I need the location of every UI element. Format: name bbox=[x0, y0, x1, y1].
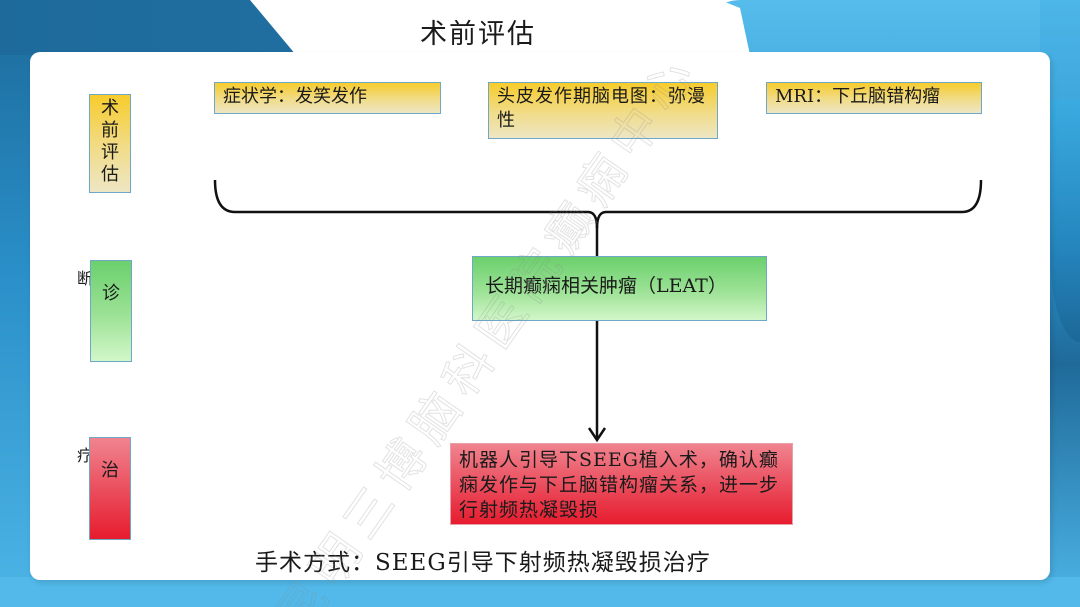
diagnosis-text: 长期癫痫相关肿瘤（LEAT） bbox=[485, 275, 727, 297]
bg-bottom-band bbox=[0, 577, 1080, 607]
symptom-box: 症状学：发笑发作 bbox=[214, 82, 441, 114]
diagnosis-box: 长期癫痫相关肿瘤（LEAT） bbox=[472, 256, 767, 321]
symptom-text: 症状学：发笑发作 bbox=[223, 86, 367, 107]
phase-diagnosis-outer-label: 断 bbox=[77, 269, 94, 288]
phase-diagnosis-label: 诊 bbox=[102, 283, 120, 304]
slide-title: 术前评估 bbox=[420, 19, 536, 50]
eeg-text: 头皮发作期脑电图：弥漫性 bbox=[497, 86, 706, 131]
phase-preop-label: 术前评估 bbox=[101, 98, 119, 185]
bg-top-right-band bbox=[700, 0, 1080, 55]
bg-title-area bbox=[250, 0, 750, 55]
phase-treatment-label: 治 bbox=[101, 460, 119, 481]
bg-right-curve bbox=[1050, 100, 1080, 342]
treatment-box: 机器人引导下SEEG植入术，确认癫痫发作与下丘脑错构瘤关系，进一步行射频热凝毁损 bbox=[450, 443, 793, 525]
bg-top-left-band bbox=[0, 0, 296, 55]
mri-box: MRI：下丘脑错构瘤 bbox=[766, 82, 982, 114]
phase-diagnosis-box: 诊 bbox=[90, 260, 132, 362]
phase-preop-box: 术前评估 bbox=[89, 94, 131, 193]
surgery-method-text: 手术方式：SEEG引导下射频热凝毁损治疗 bbox=[255, 550, 711, 576]
mri-text: MRI：下丘脑错构瘤 bbox=[775, 86, 941, 107]
eeg-box: 头皮发作期脑电图：弥漫性 bbox=[488, 82, 718, 139]
phase-treatment-box: 治 bbox=[89, 437, 131, 540]
treatment-text: 机器人引导下SEEG植入术，确认癫痫发作与下丘脑错构瘤关系，进一步行射频热凝毁损 bbox=[459, 449, 780, 521]
